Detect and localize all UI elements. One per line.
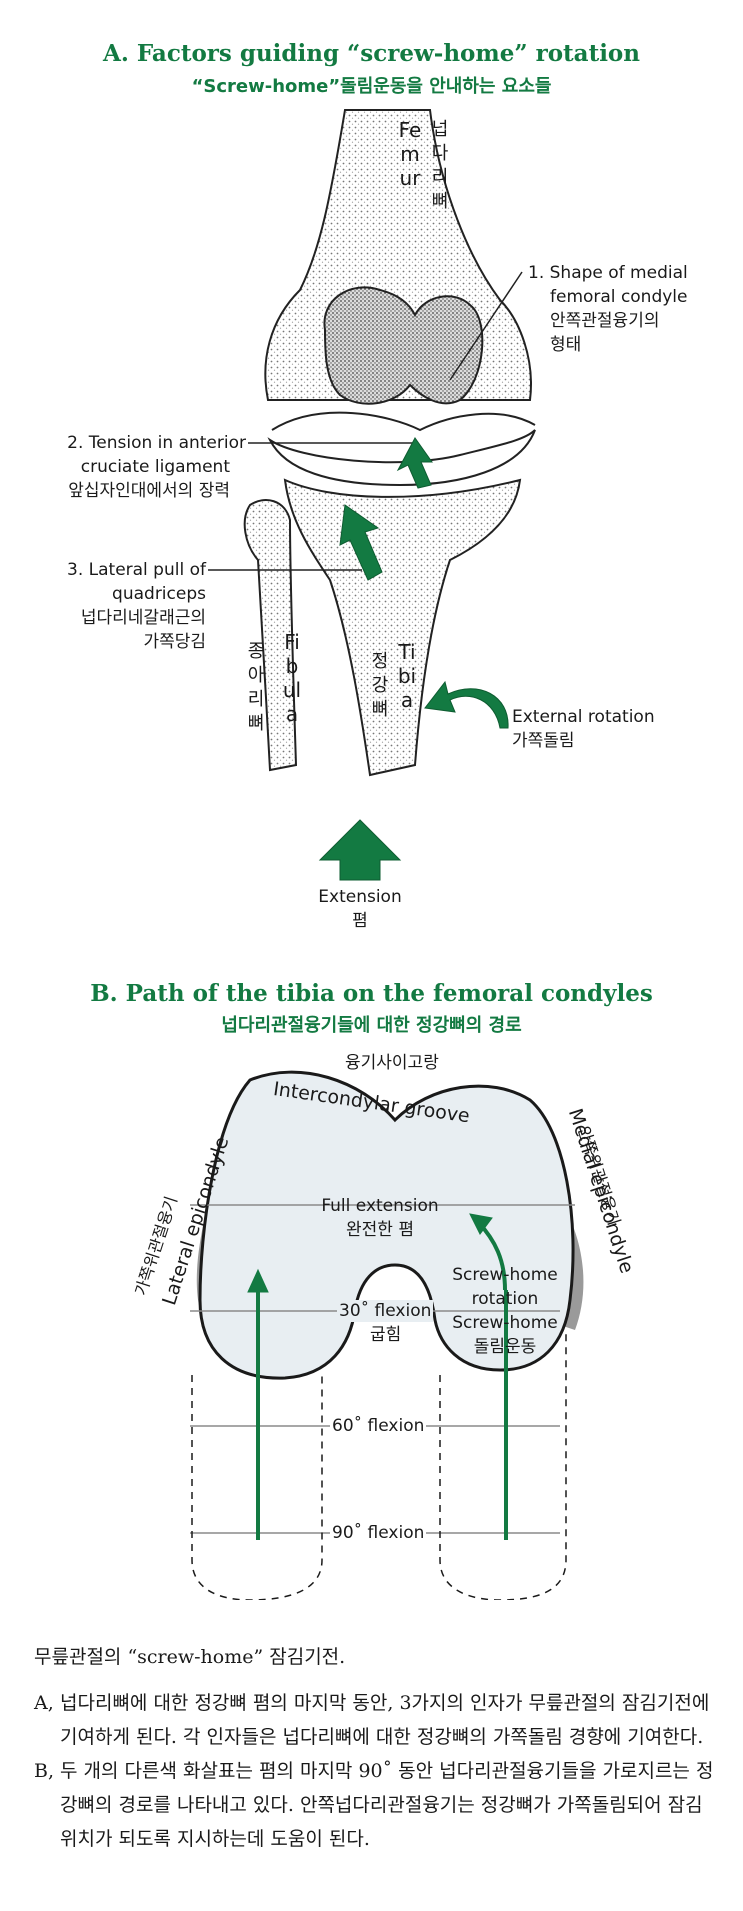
tibia-shape	[283, 478, 522, 777]
external-rotation-arrow-icon	[424, 680, 509, 729]
quadriceps-arrow-icon	[339, 504, 383, 581]
factor3-line1: 3. Lateral pull of	[67, 560, 206, 580]
factor1-ko-line1: 안쪽관절융기의	[550, 311, 660, 331]
extension-ko: 폄	[352, 911, 368, 931]
lateral-path-arrowhead-icon	[247, 1268, 269, 1293]
section-a-title: A. Factors guiding “screw-home” rotation	[102, 40, 640, 67]
factor2-ko: 앞십자인대에서의 장력	[68, 481, 230, 501]
factor2-line1: 2. Tension in anterior	[67, 433, 246, 453]
factor3-ko-line2: 가쪽당김	[143, 632, 206, 652]
caption-item-a: A, 넙다리뼈에 대한 정강뼈 폄의 마지막 동안, 3가지의 인자가 무릎관절…	[34, 1686, 714, 1754]
femur-label-ko: 넙다리뼈	[431, 119, 449, 212]
full-extension-label: Full extension	[321, 1196, 439, 1216]
extension-arrow-icon	[318, 819, 402, 881]
fibula-shape	[243, 499, 298, 772]
section-a-subtitle: “Screw-home”돌림운동을 안내하는 요소들	[191, 76, 552, 97]
caption-marker-b: B,	[34, 1760, 55, 1782]
meniscus-band	[267, 429, 536, 487]
caption-text-b: 두 개의 다른색 화살표는 폄의 마지막 90˚ 동안 넙다리관절융기들을 가로…	[60, 1760, 714, 1850]
groove-label-ko: 융기사이고랑	[345, 1053, 439, 1073]
acl-arrow-icon	[396, 437, 433, 489]
fibula-label-ko: 종아리뼈	[247, 641, 265, 734]
figure-caption: 무릎관절의 “screw-home” 잠김기전. A, 넙다리뼈에 대한 정강뼈…	[34, 1640, 714, 1856]
extension-label: Extension	[318, 887, 402, 907]
factor1-line2: femoral condyle	[550, 287, 688, 307]
caption-item-b: B, 두 개의 다른색 화살표는 폄의 마지막 90˚ 동안 넙다리관절융기들을…	[34, 1754, 714, 1856]
screw-home-ko-line2: 돌림운동	[473, 1337, 537, 1357]
screw-home-ko-line1: Screw-home	[452, 1313, 558, 1333]
external-rotation-label: External rotation	[512, 707, 655, 727]
factor2-line2: cruciate ligament	[80, 457, 230, 477]
medial-path-arrowhead-icon	[469, 1213, 493, 1235]
femoral-condyles	[323, 286, 484, 405]
caption-heading: 무릎관절의 “screw-home” 잠김기전.	[34, 1646, 346, 1668]
full-extension-ko: 완전한 폄	[346, 1220, 414, 1240]
section-b-title: B. Path of the tibia on the femoral cond…	[90, 980, 653, 1007]
femur-label-en: Femur	[398, 118, 422, 190]
flexion-30-label: 30˚ flexion	[337, 1300, 434, 1322]
screw-home-en-line2: rotation	[471, 1289, 539, 1309]
factor1-ko-line2: 형태	[550, 335, 582, 355]
factor3-ko-line1: 넙다리네갈래근의	[80, 608, 206, 628]
factor1-line1: 1. Shape of medial	[528, 263, 688, 283]
flexion-60-label: 60˚ flexion	[330, 1415, 427, 1437]
knee-illustration	[208, 109, 536, 881]
tibia-label-ko: 정강뼈	[371, 651, 389, 720]
caption-text-a: 넙다리뼈에 대한 정강뼈 폄의 마지막 동안, 3가지의 인자가 무릎관절의 잠…	[60, 1692, 710, 1748]
external-rotation-ko: 가쪽돌림	[512, 731, 575, 751]
flexion-30-ko: 굽힘	[370, 1325, 402, 1345]
flexion-90-label: 90˚ flexion	[330, 1522, 427, 1544]
screw-home-en-line1: Screw-home	[452, 1265, 558, 1285]
section-b-subtitle: 넙다리관절융기들에 대한 정강뼈의 경로	[221, 1015, 522, 1036]
factor3-line2: quadriceps	[112, 584, 206, 604]
fibula-label-en: Fibula	[282, 630, 302, 726]
condyle-outline	[198, 1070, 575, 1380]
tibia-label-en: Tibia	[397, 640, 417, 712]
condyle-path-diagram	[190, 1070, 584, 1600]
caption-marker-a: A,	[34, 1692, 54, 1714]
